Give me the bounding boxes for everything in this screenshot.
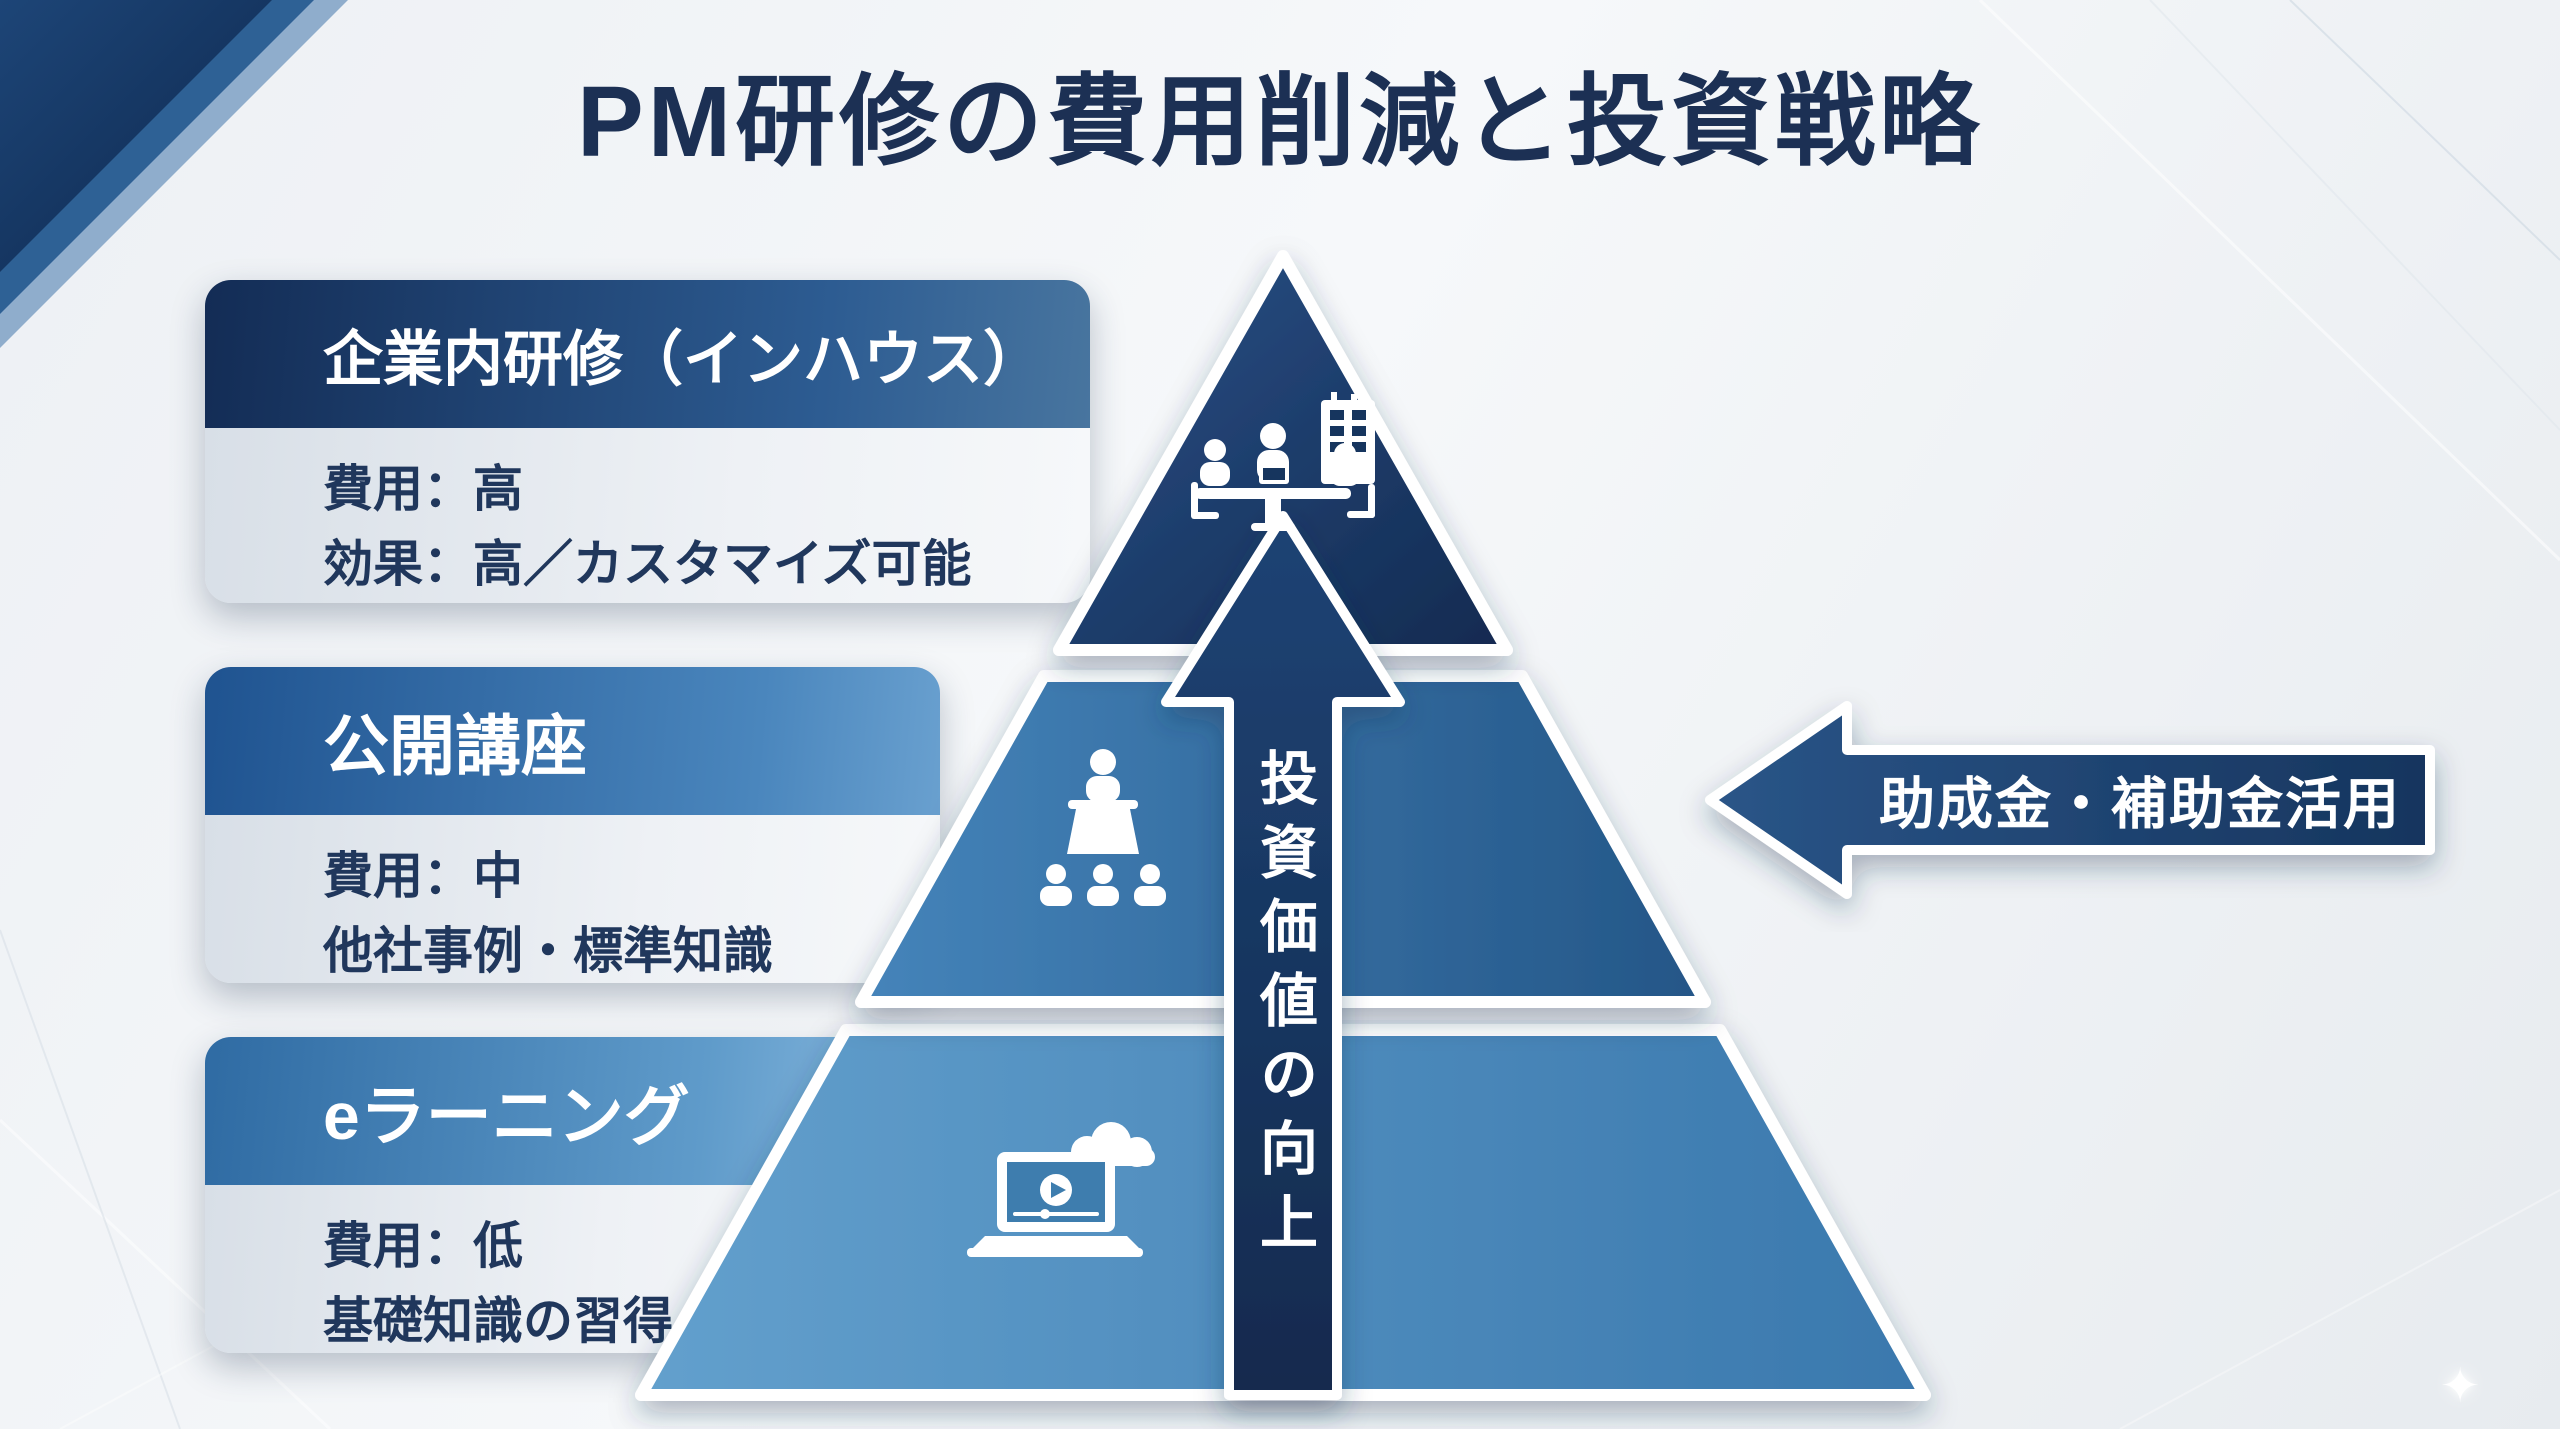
card-inhouse-cost: 費用：高 xyxy=(323,461,523,517)
card-inhouse-body: 費用：高 効果：高／カスタマイズ可能 xyxy=(205,428,1090,603)
subsidy-arrow-shape xyxy=(1705,701,2435,899)
card-inhouse-effect: 効果：高／カスタマイズ可能 xyxy=(323,536,972,592)
card-inhouse-training: 企業内研修（インハウス） 費用：高 効果：高／カスタマイズ可能 xyxy=(205,280,1090,603)
card-public-course: 公開講座 費用：中 他社事例・標準知識 xyxy=(205,667,940,983)
page-title: PM研修の費用削減と投資戦略 xyxy=(577,66,1983,178)
card-elearning-cost: 費用：低 xyxy=(323,1218,523,1274)
investment-arrow-shape xyxy=(1161,511,1405,1400)
meeting-icon xyxy=(1191,392,1375,531)
card-inhouse-title: 企業内研修（インハウス） xyxy=(205,280,1090,428)
subsidy-arrow-label: 助成金・補助金活用 xyxy=(1879,772,2401,836)
card-elearning: eラーニング 費用：低 基礎知識の習得 xyxy=(205,1037,865,1353)
lecture-podium-icon xyxy=(1040,749,1166,906)
elearning-laptop-icon xyxy=(967,1122,1155,1257)
card-public-cost: 費用：中 xyxy=(323,848,523,904)
sparkle-icon: ✦ xyxy=(2440,1360,2481,1413)
card-elearning-effect: 基礎知識の習得 xyxy=(323,1293,673,1349)
card-public-title: 公開講座 xyxy=(205,667,940,815)
card-public-body: 費用：中 他社事例・標準知識 xyxy=(205,815,940,983)
card-elearning-title: eラーニング xyxy=(205,1037,865,1185)
card-public-effect: 他社事例・標準知識 xyxy=(323,923,773,979)
investment-arrow-label: 投資価値の向上 xyxy=(1251,748,1316,1266)
